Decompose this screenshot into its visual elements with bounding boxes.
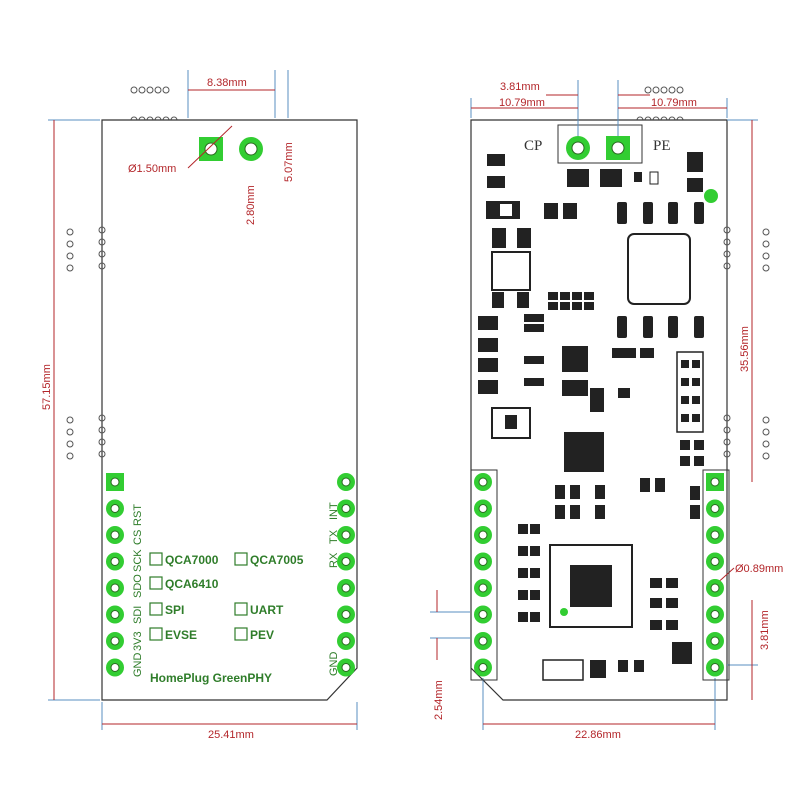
right-pin-pad-hole [341, 663, 351, 672]
dim-3-81-top-label: 3.81mm [500, 81, 540, 93]
option-qca7000: QCA7000 [165, 553, 219, 567]
option-uart: UART [250, 603, 284, 617]
green-vias [560, 189, 718, 616]
left-header-outline [470, 469, 498, 681]
left-pin-pad-hole [110, 477, 120, 487]
option-qca6410: QCA6410 [165, 577, 219, 591]
dim-3-81-side-label: 3.81mm [759, 610, 771, 650]
right-pin-pad-hole [341, 504, 351, 513]
dim-2-80-label: 2.80mm [245, 185, 257, 225]
cp-label: CP [524, 138, 542, 154]
dim-57-15: 57.15mm [41, 119, 100, 701]
right-view-right-pin-pad-hole [710, 477, 720, 487]
right-side-connector-dots [723, 226, 770, 460]
right-pin-pad-hole [341, 583, 351, 593]
pin-label-cs: CS [132, 530, 144, 545]
left-pin-pad-hole [110, 530, 120, 540]
right-view-left-pin-pad-hole [478, 530, 488, 540]
dim-2-80: 2.80mm [245, 185, 257, 225]
right-view-right-pin-pad-hole [710, 557, 720, 566]
option-labels: QCA7000 QCA7005 QCA6410 SPI UART EVSE PE… [165, 553, 304, 642]
option-spi: SPI [165, 603, 184, 617]
dim-22-86-label: 22.86mm [575, 729, 621, 741]
pin-label-gnd: GND [132, 653, 144, 678]
pin-label-sdo: SDO [132, 574, 144, 598]
right-header-outline [702, 469, 730, 681]
left-pin-pad-hole [110, 610, 120, 619]
dim-10-79-right: 10.79mm [617, 80, 728, 136]
pin-label-tx: TX [328, 529, 340, 544]
dim-10-79-left-label: 10.79mm [499, 97, 545, 109]
right-pin-labels: INT TX RX GND [328, 502, 340, 676]
right-view-right-pin-pad-hole [710, 663, 720, 672]
option-qca7005: QCA7005 [250, 553, 304, 567]
dim-35-56-label: 35.56mm [739, 326, 751, 372]
left-pin-pad-hole [110, 504, 120, 513]
left-board-outline [101, 119, 358, 701]
dim-3-81-side: 3.81mm [727, 600, 771, 700]
left-pin-pad-hole [110, 583, 120, 593]
option-evse: EVSE [165, 628, 197, 642]
option-pev: PEV [250, 628, 274, 642]
dim-25-41: 25.41mm [101, 702, 358, 741]
dim-2-54-label: 2.54mm [433, 680, 445, 720]
dim-22-86: 22.86mm [482, 678, 716, 741]
right-view-left-pin-pad-hole [478, 504, 488, 513]
right-pin-pad-hole [341, 557, 351, 566]
dim-hole-1-50: Ø1.50mm [128, 125, 233, 175]
right-pin-pad-hole [341, 636, 351, 646]
left-pin-pad-hole [110, 636, 120, 646]
dim-10-79-left: 10.79mm [470, 97, 578, 118]
top-connector-dots [130, 86, 178, 124]
left-board-view: 8.38mm 5.07mm Ø1.50mm 2.80mm 57.15mm 25.… [41, 70, 358, 741]
dim-5-07: 5.07mm [283, 70, 295, 182]
dim-10-79-right-label: 10.79mm [651, 97, 697, 109]
pcb-components [478, 152, 704, 681]
right-view-left-pin-pad-hole [478, 610, 488, 619]
dim-8-38-label: 8.38mm [207, 77, 247, 89]
board-name: HomePlug GreenPHY [150, 671, 272, 685]
pe-label: PE [653, 138, 671, 154]
pin-label-sck: SCK [132, 549, 144, 572]
right-pin-pad-hole [341, 477, 351, 487]
right-view-left-pin-pad-hole [478, 477, 488, 487]
pin-label-sdi: SDI [132, 606, 144, 624]
right-view-left-pin-pad-hole [478, 636, 488, 646]
dim-0-89-label: Ø0.89mm [735, 563, 783, 575]
left-pin-pad-hole [110, 663, 120, 672]
right-view-right-pin-pad-hole [710, 636, 720, 646]
left-pin-header [106, 473, 124, 677]
cp-pe-connector [557, 124, 643, 164]
pin-label-3v3: 3V3 [132, 631, 144, 651]
dim-25-41-label: 25.41mm [208, 729, 254, 741]
dim-57-15-label: 57.15mm [41, 364, 53, 410]
right-view-right-pin-pad-hole [710, 504, 720, 513]
pin-label-gnd-right: GND [328, 652, 340, 677]
right-view-right-pin-pad-hole [710, 610, 720, 619]
dim-2-54: 2.54mm [430, 590, 470, 720]
right-pin-pad-hole [341, 610, 351, 619]
dim-5-07-label: 5.07mm [283, 142, 295, 182]
pin-label-rst: RST [132, 504, 144, 526]
pin-label-rx: RX [328, 552, 340, 568]
right-view-right-pin-pad-hole [710, 583, 720, 593]
side-connector-dots [66, 226, 106, 460]
left-pin-pad-hole [110, 557, 120, 566]
pin-label-int: INT [328, 502, 340, 520]
right-view-left-pin-pad-hole [478, 583, 488, 593]
right-view-left-pin-pad-hole [478, 663, 488, 672]
option-checkboxes [149, 552, 248, 641]
right-view-left-pin-pad-hole [478, 557, 488, 566]
right-pin-pad-hole [341, 530, 351, 540]
right-board-view: CP PE 3.81mm 10.79mm 10.79mm 35.56mm [430, 80, 783, 741]
right-view-pin-headers [474, 473, 724, 677]
left-pin-labels: RST CS SCK SDO SDI 3V3 GND [132, 504, 144, 677]
right-pin-header [337, 473, 355, 677]
dim-35-56: 35.56mm [727, 119, 758, 482]
dim-8-38: 8.38mm [187, 70, 276, 118]
right-view-right-pin-pad-hole [710, 530, 720, 540]
dim-hole-label: Ø1.50mm [128, 163, 176, 175]
